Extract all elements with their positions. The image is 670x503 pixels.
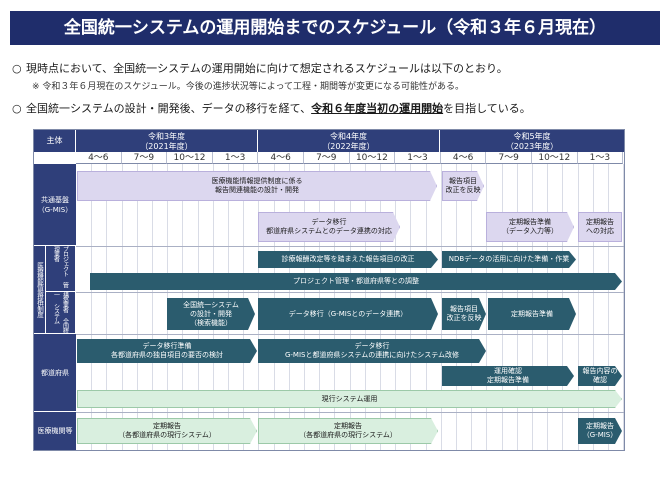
grid-line — [608, 164, 609, 450]
quarter-label: 1～3 — [577, 152, 624, 164]
grid-line — [121, 164, 123, 450]
header-year-r3: 令和3年度（2021年度） — [76, 130, 258, 152]
lane-facility-group: 医療機能情報提供制度 — [34, 246, 46, 334]
lane-prefecture: 都道府県 — [34, 334, 76, 412]
bar-ndb: NDBデータの活用に向けた準備・作業 — [442, 251, 576, 268]
bullet-text: 現時点において、全国統一システムの運用開始に向けて想定されるスケジュールは以下の… — [26, 62, 508, 75]
bar-pref-migration-prep: データ移行準備 各都道府県の独自項目の要否の検討 — [77, 339, 257, 363]
bullet-mark: ○ — [12, 102, 22, 115]
bar-gmis-design: 医療機能情報提供制度に係る 報告関連機能の設計・開発 — [77, 171, 437, 201]
bar-inst-report-r3: 定期報告 （各都道府県の現行システム） — [77, 418, 257, 444]
bar-pref-migration: データ移行 G-MISと都道府県システムの連携に向けたシステム改修 — [258, 339, 486, 363]
bar-gmis-migration: データ移行 都道府県システムとのデータ連携の対応 — [258, 212, 400, 242]
bar-system-report-prep: 定期報告準備 — [488, 298, 576, 330]
quarter-label: 7～9 — [486, 152, 532, 164]
schedule-note: ※ 令和３年６月現在のスケジュール。今後の進捗状況等によって工程・期間等が変更に… — [32, 82, 465, 92]
quarter-label: 10～12 — [349, 152, 396, 164]
bullet-mark: ○ — [12, 62, 22, 75]
bar-project-management: プロジェクト管理・都道府県等との調整 — [90, 273, 622, 290]
grid-line — [136, 164, 138, 450]
bar-inst-report-r4: 定期報告 （各都道府県の現行システム） — [258, 418, 438, 444]
bar-gmis-report: 定期報告 への対応 — [578, 212, 622, 242]
bar-system-revision: 報告項目 改正を反映 — [442, 298, 486, 330]
grid-line — [440, 164, 442, 450]
header-year-r4: 令和4年度（2022年度） — [258, 130, 440, 152]
bar-pref-ops-check: 運用確認 定期報告準備 — [442, 366, 574, 386]
schedule-chart: 主体 令和3年度（2021年度） 令和4年度（2022年度） 令和5年度（202… — [33, 129, 625, 451]
bullet-2: ○ 全国統一システムの設計・開発後、データの移行を経て、令和６年度当初の運用開始を… — [12, 100, 531, 116]
lane-gmis: 共通基盤 （G-MIS） — [34, 164, 76, 246]
row-divider — [76, 246, 624, 247]
grid-line — [623, 164, 625, 450]
bar-gmis-report-prep: 定期報告準備 （データ入力等） — [486, 212, 574, 242]
quarter-label: 7～9 — [121, 152, 168, 164]
bar-pref-report-check: 報告内容の 確認 — [578, 366, 622, 386]
grid-line — [106, 164, 108, 450]
header-year-r5: 令和5年度（2023年度） — [440, 130, 624, 152]
bullet-text-before: 全国統一システムの設計・開発後、データの移行を経て、 — [26, 102, 312, 115]
year-line2: （2022年度） — [322, 142, 375, 151]
bar-inst-report-gmis: 定期報告 （G-MIS） — [578, 418, 622, 444]
lane-institution: 医療機関等 — [34, 412, 76, 450]
row-divider — [76, 412, 624, 413]
row-divider — [76, 292, 624, 293]
bullet-1: ○ 現時点において、全国統一システムの運用開始に向けて想定されるスケジュールは以下… — [12, 60, 508, 76]
lane-builder: 構築業者 全国統一 システム — [46, 292, 76, 334]
grid-line — [91, 164, 93, 450]
quarter-label: 10～12 — [167, 152, 213, 164]
row-divider — [76, 334, 624, 335]
year-line1: 令和3年度 — [147, 132, 186, 141]
page-title: 全国統一システムの運用開始までのスケジュール（令和３年６月現在） — [10, 11, 660, 45]
quarter-label: 1～3 — [395, 152, 441, 164]
year-line1: 令和5年度 — [513, 132, 551, 141]
bar-system-design: 全国統一システム の設計・開発 （検索機能） — [167, 298, 255, 330]
bar-gmis-revision: 報告項目 改正を反映 — [442, 171, 484, 201]
bar-current-system: 現行システム運用 — [77, 390, 622, 408]
quarter-label: 7～9 — [304, 152, 350, 164]
bullet-text-after: を目指している。 — [443, 102, 531, 115]
grid-line — [577, 164, 579, 450]
quarter-label: 4～6 — [76, 152, 122, 164]
header-subject: 主体 — [34, 130, 76, 152]
quarter-label: 4～6 — [440, 152, 487, 164]
quarter-label: 1～3 — [212, 152, 259, 164]
grid-line — [486, 164, 488, 450]
quarter-label: 10～12 — [532, 152, 578, 164]
lane-project-manager: プロジェクト 管理業者 — [46, 246, 76, 292]
bullet-emphasis: 令和６年度当初の運用開始 — [311, 102, 444, 115]
year-line2: （2023年度） — [505, 142, 559, 151]
bar-item-revision: 診療報酬改定等を踏まえた報告項目の改正 — [258, 251, 438, 268]
quarter-label: 4～6 — [258, 152, 304, 164]
bar-system-migration: データ移行（G-MISとのデータ連携） — [258, 298, 438, 330]
year-line1: 令和4年度 — [329, 132, 368, 141]
year-line2: （2021年度） — [140, 142, 193, 151]
grid-line — [592, 164, 594, 450]
grid-line — [152, 164, 153, 450]
